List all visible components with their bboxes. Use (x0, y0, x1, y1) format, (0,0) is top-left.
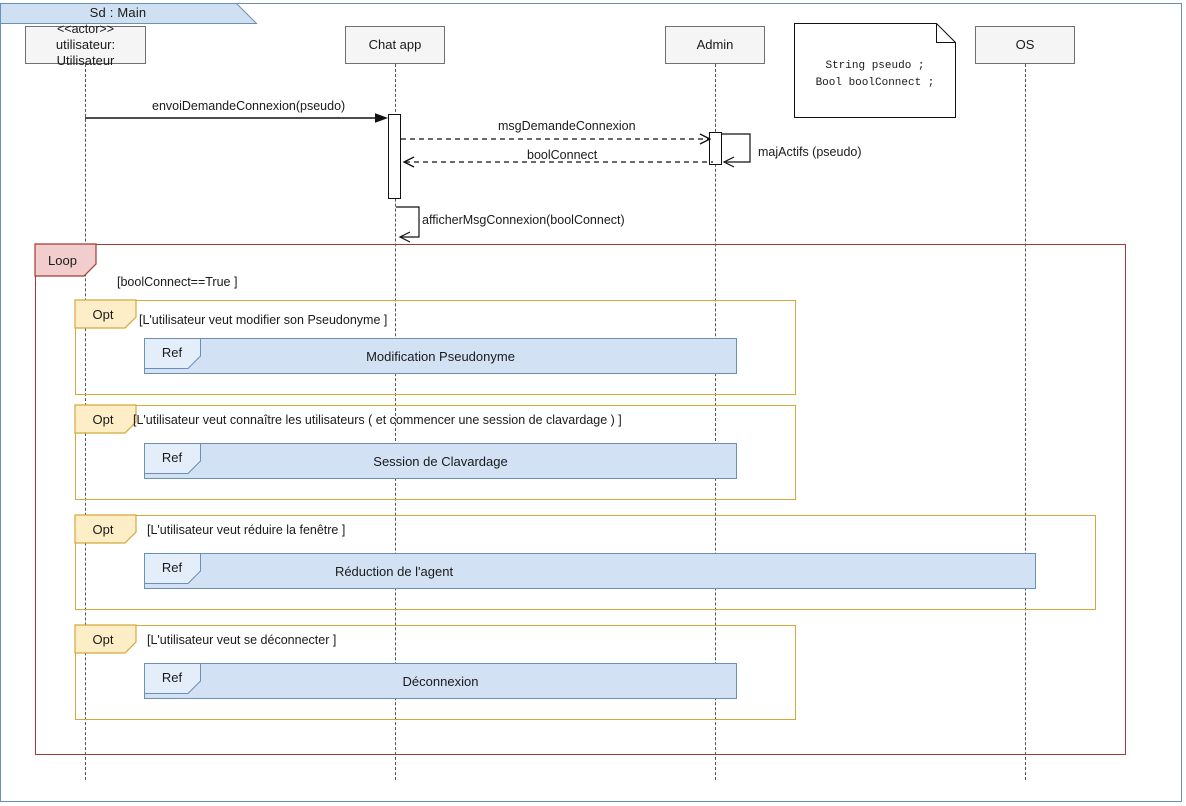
fragment-opt-4 (75, 625, 796, 720)
lifeline-name-utilisateur: utilisateur: Utilisateur (55, 37, 116, 68)
note-box: String pseudo ; Bool boolConnect ; (794, 23, 956, 118)
message-label-boolconnect: boolConnect (527, 148, 598, 162)
lifeline-head-os[interactable]: OS (975, 26, 1075, 64)
activation-bar-admin (709, 132, 722, 165)
fragment-opt-2-guard: [L'utilisateur veut connaître les utilis… (133, 413, 622, 427)
fragment-opt-4-tag: Opt (74, 624, 137, 654)
sd-frame-tab (0, 3, 258, 24)
fragment-opt-2 (75, 405, 796, 500)
ref-box-1[interactable]: Ref Modification Pseudonyme (144, 338, 737, 374)
message-label-majactifs: majActifs (pseudo) (758, 145, 862, 159)
lifeline-name-admin: Admin (696, 37, 734, 52)
message-majactifs-selfcall (720, 132, 760, 168)
note-line-1: String pseudo ; (825, 60, 924, 72)
lifeline-chatapp (395, 64, 396, 780)
note-line-2: Bool boolConnect ; (816, 77, 935, 89)
message-label-envoidemandeconnexion: envoiDemandeConnexion(pseudo) (152, 99, 346, 113)
fragment-opt-1 (75, 300, 796, 395)
fragment-opt-3-tag: Opt (74, 514, 137, 544)
fragment-opt-3-guard: [L'utilisateur veut réduire la fenêtre ] (147, 523, 346, 537)
sd-frame (0, 3, 1182, 802)
lifeline-name-os: OS (1015, 37, 1035, 52)
lifeline-head-admin[interactable]: Admin (665, 26, 765, 64)
fragment-loop (35, 244, 1126, 755)
message-msgdemandeconnexion (401, 132, 713, 145)
lifeline-admin (715, 64, 716, 780)
ref-box-4[interactable]: Ref Déconnexion (144, 663, 737, 699)
lifeline-head-utilisateur[interactable]: <<actor>> utilisateur: Utilisateur (25, 22, 146, 68)
ref-box-2[interactable]: Ref Session de Clavardage (144, 443, 737, 479)
lifeline-stereotype-utilisateur: <<actor>> (57, 22, 114, 36)
sd-frame-title: Sd : Main (89, 5, 147, 20)
lifeline-head-chatapp[interactable]: Chat app (345, 26, 445, 64)
fragment-opt-1-guard: [L'utilisateur veut modifier son Pseudon… (139, 313, 388, 327)
fragment-loop-guard: [boolConnect==True ] (117, 275, 238, 289)
lifeline-name-chatapp: Chat app (368, 37, 422, 52)
fragment-opt-4-guard: [L'utilisateur veut se déconnecter ] (147, 633, 337, 647)
lifeline-os (1025, 64, 1026, 780)
message-affichermsgconnexion-selfcall (395, 206, 435, 244)
ref-box-3[interactable]: Ref Réduction de l'agent (144, 553, 1036, 589)
message-label-msgdemandeconnexion: msgDemandeConnexion (498, 119, 636, 133)
message-envoidemandeconnexion (85, 110, 390, 123)
fragment-opt-3 (75, 515, 1096, 610)
message-label-affichermsgconnexion: afficherMsgConnexion(boolConnect) (422, 213, 625, 227)
fragment-opt-2-tag: Opt (74, 404, 137, 434)
fragment-loop-tag: Loop (34, 243, 97, 277)
message-boolconnect (401, 155, 713, 168)
fragment-opt-1-tag: Opt (74, 299, 137, 329)
activation-bar-chatapp (388, 114, 401, 199)
